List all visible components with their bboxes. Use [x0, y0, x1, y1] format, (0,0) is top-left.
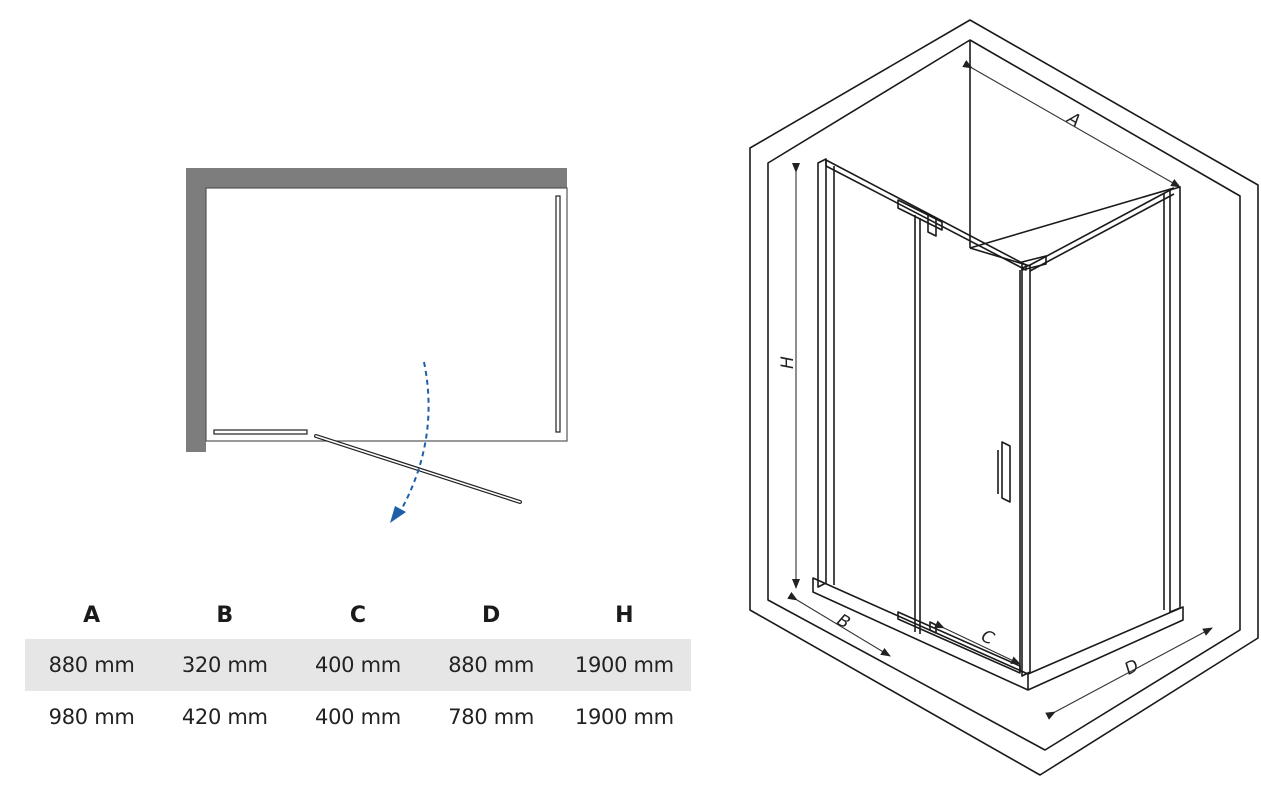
table-cell: 1900 mm	[557, 639, 691, 691]
header-a: A	[83, 603, 101, 628]
top-rail	[825, 159, 1027, 271]
corner-post	[1021, 264, 1031, 677]
back-wall	[186, 168, 567, 188]
dimensions-table: A B C D H 880 mm 320 mm 400 mm 880 mm 19…	[25, 592, 691, 743]
dimension-label-a: A	[1063, 108, 1084, 132]
dimension-label-h: H	[778, 356, 798, 369]
table-header-row: A B C D H	[25, 592, 691, 639]
table-cell: 320 mm	[158, 639, 292, 691]
right-top-rail	[1029, 187, 1175, 266]
door-swing-arrowhead	[390, 506, 406, 523]
room-inner-outline	[767, 39, 1241, 751]
table-cell: 880 mm	[25, 639, 159, 691]
table-cell: 880 mm	[424, 639, 558, 691]
dimension-line-c	[934, 620, 1021, 665]
right-wall-profile	[1169, 186, 1181, 613]
door-handle	[1001, 441, 1011, 503]
table-cell: 780 mm	[448, 705, 535, 729]
dimension-line-a	[962, 60, 1181, 188]
dimension-label-b: B	[833, 610, 853, 633]
table-cell: 420 mm	[181, 705, 268, 729]
header-c: C	[349, 603, 367, 628]
table-row: 880 mm 320 mm 400 mm 880 mm 1900 mm	[25, 639, 691, 691]
table-row: 980 mm 420 mm 400 mm 780 mm 1900 mm	[25, 691, 691, 743]
left-wall-profile	[817, 158, 827, 588]
room-outline	[749, 19, 1259, 776]
front-fixed-panel	[213, 429, 308, 435]
header-d: D	[482, 603, 501, 628]
table-cell: 400 mm	[291, 639, 425, 691]
enclosure-outline	[205, 187, 568, 442]
table-cell: 980 mm	[48, 705, 135, 729]
pivot-block	[927, 213, 937, 237]
corner-bracket	[1021, 255, 1047, 271]
back-panel-edge	[969, 187, 1175, 249]
header-b: B	[216, 603, 234, 628]
dimension-line-d	[1045, 627, 1213, 720]
header-h: H	[615, 603, 634, 628]
table-cell: 400 mm	[315, 705, 401, 729]
table-cell: 1900 mm	[574, 705, 674, 729]
dimension-label-d: D	[1121, 656, 1142, 680]
back-top-edge	[969, 247, 1031, 267]
door-swing-arrow	[399, 361, 430, 513]
side-wall	[186, 168, 206, 452]
dimension-line-b	[787, 591, 891, 657]
right-top-rail-2	[1029, 193, 1175, 272]
floor-plan-diagram	[186, 168, 568, 523]
side-fixed-panel	[555, 195, 561, 433]
